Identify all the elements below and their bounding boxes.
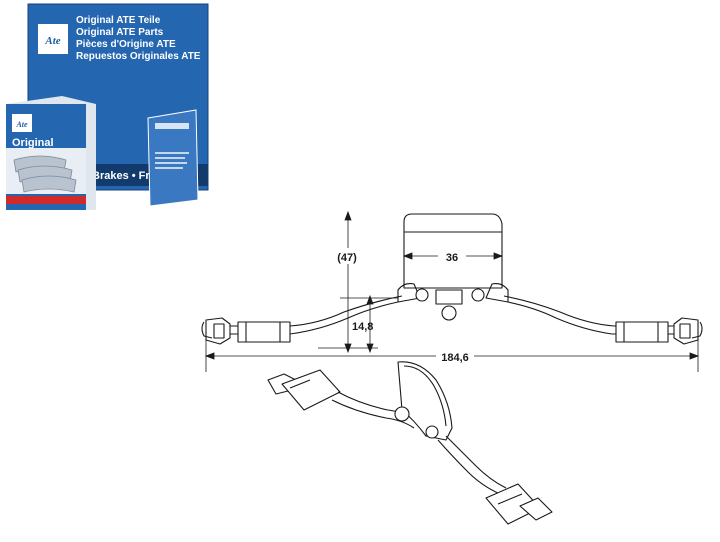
spring-drawing-perspective [267, 361, 553, 525]
center-clip-perspective [397, 361, 453, 441]
right-arm [507, 301, 676, 335]
box-line-1: Original ATE Teile [76, 15, 161, 26]
ate-logo-text: Ate [44, 35, 60, 47]
dim-clip-width: 36 [446, 252, 458, 264]
small-box-label: Original [12, 137, 54, 149]
small-box-logo: Ate [15, 120, 28, 129]
dimension-lines [204, 210, 700, 372]
box-line-3: Pièces d'Origine ATE [76, 39, 176, 50]
small-package-box: Ate Original [6, 96, 96, 210]
left-connector [237, 321, 291, 343]
box-line-2: Original ATE Parts [76, 27, 164, 38]
center-clip [403, 213, 503, 289]
dim-length-total: 184,6 [441, 352, 469, 364]
ate-packaging: Ate Original ATE Teile Original ATE Part… [6, 3, 209, 210]
brake-pads-image [13, 155, 77, 193]
box-line-4: Repuestos Originales ATE [76, 51, 201, 62]
ate-logo: Ate [38, 24, 68, 54]
right-connector [615, 321, 669, 343]
booklet-image [147, 109, 199, 207]
box-band-text: Brakes • Frei [92, 170, 159, 182]
dim-height-total: (47) [337, 252, 357, 264]
dim-height-offset: 14,8 [352, 321, 373, 333]
upper-connector [281, 369, 341, 411]
spring-drawing-top [201, 213, 703, 345]
